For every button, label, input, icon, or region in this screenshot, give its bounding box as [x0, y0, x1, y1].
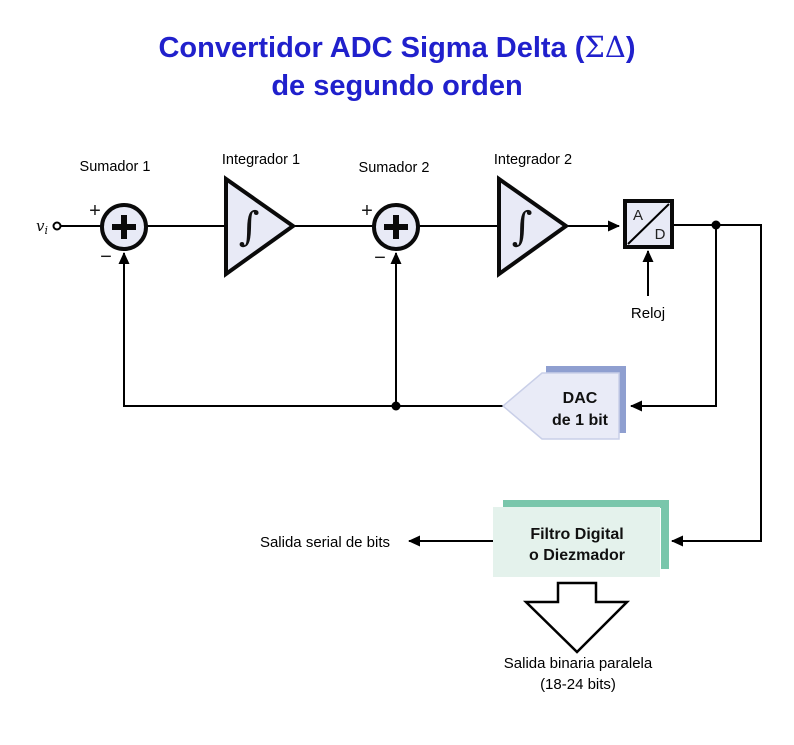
adc-d-label: D	[655, 226, 666, 243]
junction-dot-feedback	[391, 401, 401, 411]
sumador1-plus-icon	[112, 215, 136, 239]
integrador2-triangle	[497, 175, 570, 278]
title-line2: de segundo orden	[271, 70, 523, 102]
integrador1-label: Integrador 1	[222, 152, 300, 168]
input-terminal	[52, 221, 62, 231]
integrador1-integral-icon: ∫	[239, 204, 260, 250]
page-title: Convertidor ADC Sigma Delta (ΣΔ) de segu…	[0, 28, 794, 105]
integrador1-triangle	[224, 175, 297, 278]
integrador2-integral-icon: ∫	[512, 204, 533, 250]
dac-label-line2: de 1 bit	[552, 412, 609, 429]
adc-diagonal	[627, 203, 670, 245]
sumador2-plus-sign: +	[361, 200, 373, 222]
filtro-accent-shadow	[503, 500, 669, 569]
sumador2-plus-icon	[384, 215, 408, 239]
integrador2-label: Integrador 2	[494, 152, 572, 168]
parallel-output-label-line1: Salida binaria paralela	[504, 655, 653, 672]
title-line1-prefix: Convertidor ADC Sigma Delta (	[158, 32, 585, 64]
sumador1-minus-sign: −	[100, 246, 112, 268]
reloj-label: Reloj	[631, 305, 665, 322]
sumador1-plus-sign: +	[89, 200, 101, 222]
dac-label-line1: DAC	[563, 390, 598, 407]
filtro-block	[493, 507, 660, 577]
title-line1-suffix: )	[625, 32, 636, 64]
serial-output-label: Salida serial de bits	[260, 534, 390, 551]
parallel-output-label-line2: (18-24 bits)	[540, 676, 616, 693]
input-signal-label: vi	[36, 217, 48, 237]
adc-a-label: A	[633, 207, 643, 224]
sumador2-minus-sign: −	[374, 247, 386, 269]
sumador2-label: Sumador 2	[359, 160, 430, 176]
wire-to-dac-feedback	[630, 225, 717, 412]
filtro-label-line2: o Diezmador	[529, 547, 625, 564]
sigma-delta-symbols: ΣΔ	[584, 30, 626, 64]
junction-dot-top	[711, 220, 721, 230]
input-subscript: i	[44, 224, 48, 237]
parallel-output-arrow-icon	[522, 581, 631, 654]
input-v: v	[36, 217, 45, 235]
sumador1-label: Sumador 1	[80, 159, 151, 175]
dac-accent-shadow	[546, 366, 626, 433]
dac-block	[501, 372, 620, 440]
wire-dac-to-sumador1	[118, 252, 503, 407]
filtro-label-line1: Filtro Digital	[530, 526, 623, 543]
title-line1: Convertidor ADC Sigma Delta (ΣΔ)	[0, 28, 794, 67]
